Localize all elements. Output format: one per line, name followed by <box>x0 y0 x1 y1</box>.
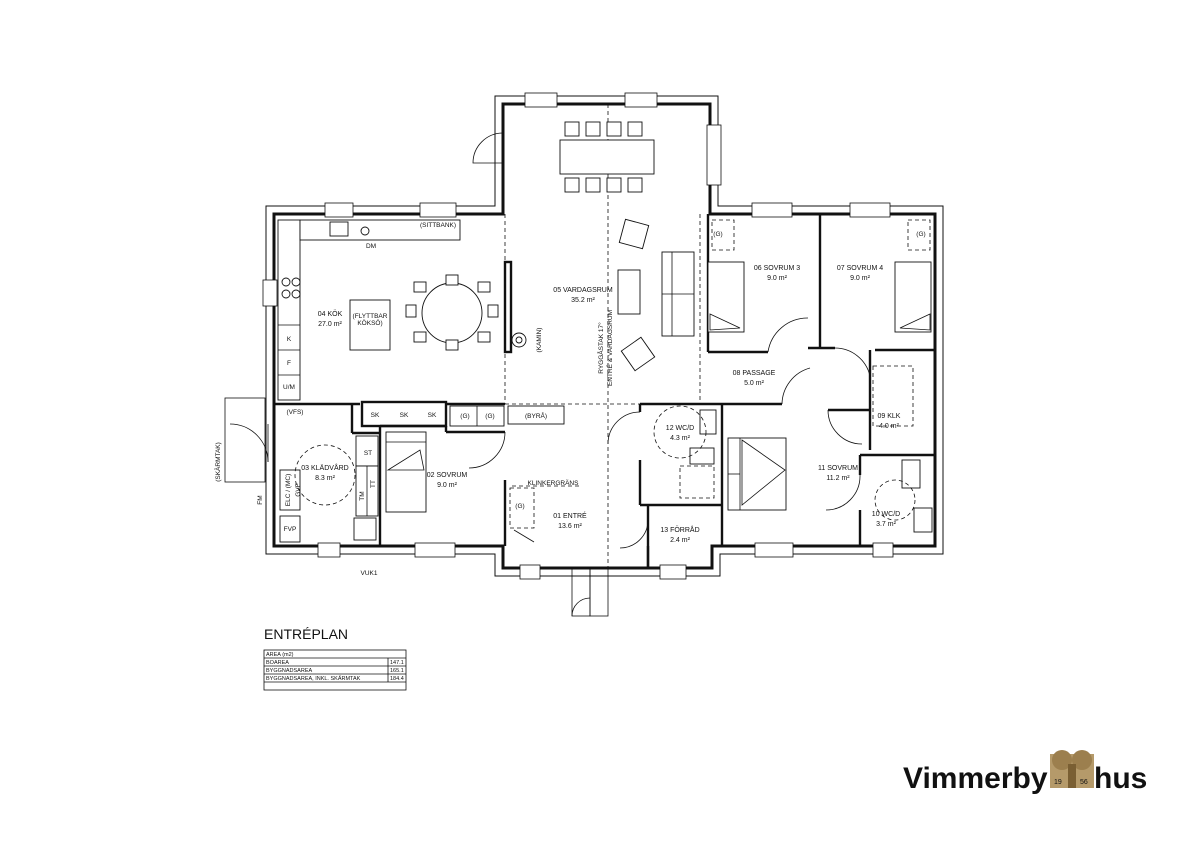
label-gvf: GVF <box>295 483 302 496</box>
windows <box>262 92 894 580</box>
room-09-name: 09 KLK <box>878 413 901 420</box>
label-st: ST <box>364 450 372 457</box>
label-vuk: VUK1 <box>361 570 378 577</box>
label-skarmtak: (SKÄRMTAK) <box>214 442 222 482</box>
room-02-name: 02 SOVRUM <box>427 472 468 479</box>
label-k: K <box>287 336 292 343</box>
room-12-name: 12 WC/D <box>666 425 694 432</box>
furniture <box>277 121 933 543</box>
label-g-4: (G) <box>916 231 925 238</box>
emblem-year-right: 56 <box>1080 779 1088 786</box>
vimmerbyhus-logo: Vimmerby 19 56 hus <box>903 750 1147 795</box>
label-flyttbar-1: (FLYTTBAR <box>353 313 388 320</box>
room-12-area: 4.3 m² <box>670 435 691 442</box>
area-row-label: BYGGNADSAREA, INKL. SKÄRMTAK <box>266 675 361 682</box>
tree-emblem-icon: 19 56 <box>1050 750 1094 788</box>
area-table-header: AREA (m2) <box>266 652 294 658</box>
room-labels: 05 VARDAGSRUM 35.2 m² 04 KÖK 27.0 m² 06 … <box>301 265 901 544</box>
label-elc: ELC / (MC) <box>285 474 292 507</box>
room-07-area: 9.0 m² <box>850 275 871 282</box>
label-g-2: (G) <box>485 413 494 420</box>
room-10-name: 10 WC/D <box>872 511 900 518</box>
label-kamin: (KAMIN) <box>536 328 543 353</box>
room-07-name: 07 SOVRUM 4 <box>837 265 883 272</box>
label-klinkergrans: KLINKERGRÄNS <box>528 479 580 487</box>
label-g-3: (G) <box>713 231 722 238</box>
logo-text-left: Vimmerby <box>903 762 1048 795</box>
room-08-area: 5.0 m² <box>744 380 765 387</box>
logo-text-right: hus <box>1094 762 1147 795</box>
room-08-name: 08 PASSAGE <box>733 370 776 377</box>
area-row-label: BYGGNADSAREA <box>266 668 312 674</box>
room-10-area: 3.7 m² <box>876 521 897 528</box>
room-05-name: 05 VARDAGSRUM <box>553 287 613 294</box>
label-g-1: (G) <box>460 413 469 420</box>
label-flyttbar-2: KÖKSÖ) <box>357 319 382 327</box>
room-13-name: 13 FÖRRÅD <box>660 525 699 534</box>
emblem-year-left: 19 <box>1054 779 1062 786</box>
room-06-name: 06 SOVRUM 3 <box>754 265 800 272</box>
room-01-name: 01 ENTRÉ <box>553 511 587 520</box>
label-f: F <box>287 360 291 367</box>
area-row-value: 147.1 <box>390 660 404 666</box>
label-sk-1: SK <box>371 412 380 419</box>
room-03-name: 03 KLÄDVÅRD <box>301 463 348 472</box>
label-sk-2: SK <box>400 412 409 419</box>
label-fvp: FVP <box>284 526 297 533</box>
room-03-area: 8.3 m² <box>315 475 336 482</box>
doors <box>224 132 871 617</box>
area-row-value: 165.1 <box>390 668 404 674</box>
outer-walls <box>265 95 944 577</box>
label-vfs: (VFS) <box>287 409 304 416</box>
label-fm: FM <box>257 495 264 504</box>
label-g-5: (G) <box>515 503 524 510</box>
label-dm: DM <box>366 243 376 250</box>
area-row-value: 184.4 <box>390 676 404 682</box>
room-11-name: 11 SOVRUM <box>818 465 858 472</box>
plan-title: ENTRÉPLAN <box>264 626 348 642</box>
label-sittbank: (SITTBANK) <box>420 222 456 229</box>
room-01-area: 13.6 m² <box>558 523 582 530</box>
room-11-area: 11.2 m² <box>826 475 850 482</box>
label-tm: TM <box>359 491 366 500</box>
room-13-area: 2.4 m² <box>670 537 691 544</box>
room-05-area: 35.2 m² <box>571 297 595 304</box>
area-table: AREA (m2) BOAREA 147.1 BYGGNADSAREA 165.… <box>263 649 407 691</box>
fixture-labels: (SITTBANK) DM (FLYTTBAR KÖKSÖ) K F U/M (… <box>214 222 926 577</box>
room-06-area: 9.0 m² <box>767 275 788 282</box>
label-ryggas-1: RYGGÅSTAK 17° <box>596 322 605 374</box>
label-um: U/M <box>283 384 295 391</box>
room-04-area: 27.0 m² <box>318 321 342 328</box>
room-04-name: 04 KÖK <box>318 310 343 318</box>
label-tt: TT <box>370 480 377 488</box>
area-row-label: BOAREA <box>266 660 289 666</box>
room-02-area: 9.0 m² <box>437 482 458 489</box>
room-09-area: 4.0 m² <box>879 423 900 430</box>
label-sk-3: SK <box>428 412 437 419</box>
label-byra: (BYRÅ) <box>525 411 547 420</box>
label-ryggas-2: ENTRÉ & VARDAGSRUM <box>605 310 614 386</box>
